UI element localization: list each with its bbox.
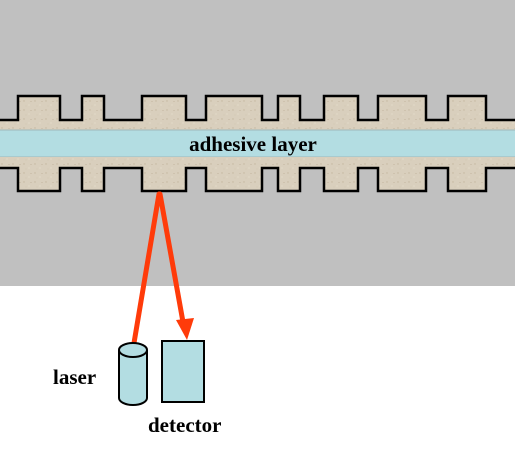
detector-device [161, 340, 205, 403]
lower-substrate-outline [0, 166, 515, 193]
adhesive-layer [0, 130, 515, 157]
lower-substrate [0, 157, 515, 191]
laser-label: laser [53, 365, 96, 389]
reflected-beam-arrowhead [176, 318, 194, 340]
upper-substrate [0, 96, 515, 130]
detector-label: detector [148, 413, 221, 437]
laser-device [118, 342, 148, 406]
adhesive-layer-label: adhesive layer [189, 132, 317, 156]
incident-beam [131, 191, 162, 346]
upper-substrate-outline [0, 94, 515, 122]
reflected-beam [157, 191, 186, 325]
